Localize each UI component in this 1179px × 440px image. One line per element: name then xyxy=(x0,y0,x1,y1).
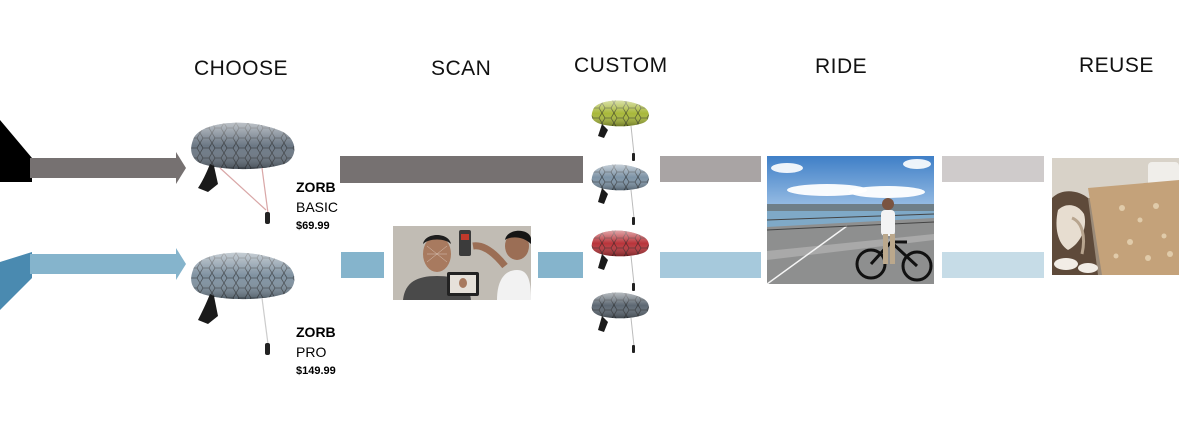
step-title-ride: RIDE xyxy=(815,55,868,78)
product-name: ZORB xyxy=(296,179,336,195)
custom-helmet-gray xyxy=(591,292,649,353)
step-title-scan: SCAN xyxy=(431,57,492,80)
step-title-custom: CUSTOM xyxy=(574,54,668,77)
top-track-arrow xyxy=(30,152,186,184)
bottom-track-arrow xyxy=(30,248,186,280)
step-title-reuse: REUSE xyxy=(1079,54,1154,77)
reuse-photo xyxy=(1052,158,1179,275)
product-price: $69.99 xyxy=(296,220,330,232)
top-track-bar-custom xyxy=(660,156,761,182)
step-title-choose: CHOOSE xyxy=(194,57,289,80)
custom-helmet-yellow xyxy=(591,100,649,161)
ride-photo xyxy=(767,156,934,284)
top-track-bar-ride xyxy=(942,156,1044,182)
product-price: $149.99 xyxy=(296,365,336,377)
bottom-track-bar-custom xyxy=(660,252,761,278)
custom-helmet-red xyxy=(591,230,649,291)
bottom-track-bar-pre-scan xyxy=(341,252,384,278)
top-track-origin-shape xyxy=(0,120,32,182)
product-label-pro: ZORB PRO $149.99 xyxy=(296,325,336,377)
bottom-track-bar-ride xyxy=(942,252,1044,278)
product-tier: BASIC xyxy=(296,199,339,215)
bottom-track-origin-shape xyxy=(0,252,32,310)
scan-photo xyxy=(393,226,531,300)
helmet-pro-image xyxy=(191,252,295,355)
helmet-basic-image xyxy=(191,122,295,224)
product-tier: PRO xyxy=(296,344,327,360)
product-label-basic: ZORB BASIC $69.99 xyxy=(296,180,338,232)
bottom-track-bar-post-scan xyxy=(538,252,583,278)
custom-helmet-blue xyxy=(591,164,649,225)
top-track-bar-scan xyxy=(340,156,583,183)
product-name: ZORB xyxy=(296,324,336,340)
